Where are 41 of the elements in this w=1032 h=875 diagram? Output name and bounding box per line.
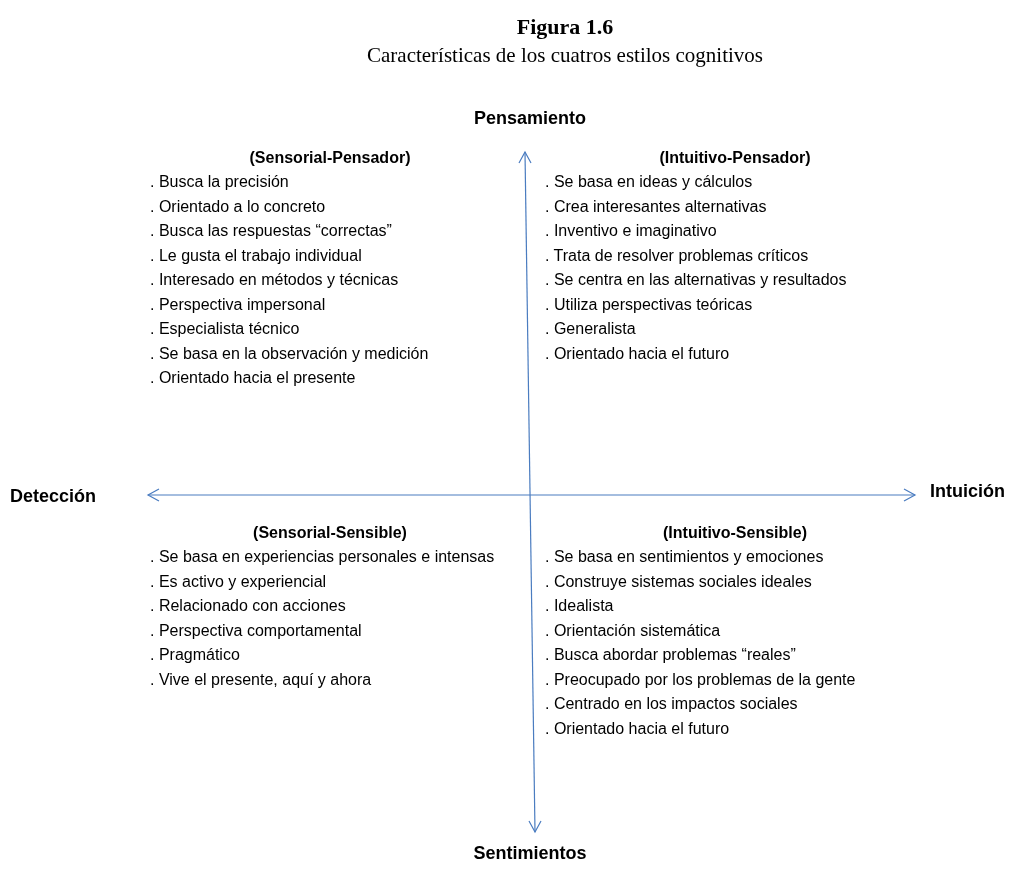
list-item: . Le gusta el trabajo individual [150, 245, 363, 266]
list-item: . Generalista [545, 319, 637, 339]
list-item: . Idealista [545, 596, 615, 616]
list-item: . Interesado en métodos y técnicas [150, 270, 400, 290]
list-item: . Perspectiva impersonal [150, 294, 327, 315]
list-item: . Busca la precisión [150, 172, 290, 192]
quadrant-heading: (Intuitivo-Sensible) [663, 523, 807, 543]
list-item: . Se basa en experiencias personales e intensas [150, 547, 496, 567]
list-item: . Orientación sistemática [545, 620, 722, 641]
axis-label: Detección [10, 485, 98, 508]
list-item: . Especialista técnico [150, 319, 301, 339]
list-item: . Se basa en ideas y cálculos [545, 172, 754, 192]
list-item: . Perspectiva comportamental [150, 620, 363, 641]
quadrant-heading: (Sensorial-Sensible) [253, 523, 407, 543]
list-item: . Es activo y experiencial [150, 571, 328, 592]
list-item: . Busca abordar problemas “reales” [545, 645, 797, 665]
axis-label: Sentimientos [472, 842, 588, 865]
axis-label: Intuición [930, 480, 1006, 503]
list-item: . Construye sistemas sociales ideales [545, 571, 813, 592]
axis-label: Pensamiento [472, 107, 587, 130]
list-item: . Se basa en sentimientos y emociones [545, 547, 825, 567]
list-item: . Inventivo e imaginativo [545, 221, 718, 241]
list-item: . Crea interesantes alternativas [545, 196, 768, 217]
list-item: . Trata de resolver problemas críticos [545, 245, 810, 266]
quadrant-heading: (Sensorial-Pensador) [249, 148, 411, 168]
list-item: . Orientado hacia el futuro [545, 718, 731, 739]
list-item: . Orientado hacia el presente [150, 368, 357, 388]
list-item: . Preocupado por los problemas de la gente [545, 669, 857, 690]
list-item: . Orientado a lo concreto [150, 196, 327, 217]
list-item: . Se centra en las alternativas y resultados [545, 270, 848, 290]
list-item: . Pragmático [150, 645, 241, 665]
list-item: . Centrado en los impactos sociales [545, 694, 799, 714]
list-item: . Se basa en la observación y medición [150, 343, 430, 364]
list-item: . Utiliza perspectivas teóricas [545, 294, 754, 315]
figure-caption: Características de los cuatros estilos cognitivos [366, 42, 764, 69]
list-item: . Vive el presente, aquí y ahora [150, 669, 373, 690]
list-item: . Busca las respuestas “correctas” [150, 221, 393, 241]
figure-title: Figura 1.6 [515, 13, 615, 41]
list-item: . Relacionado con acciones [150, 596, 347, 616]
quadrant-heading: (Intuitivo-Pensador) [659, 148, 811, 168]
list-item: . Orientado hacia el futuro [545, 343, 731, 364]
